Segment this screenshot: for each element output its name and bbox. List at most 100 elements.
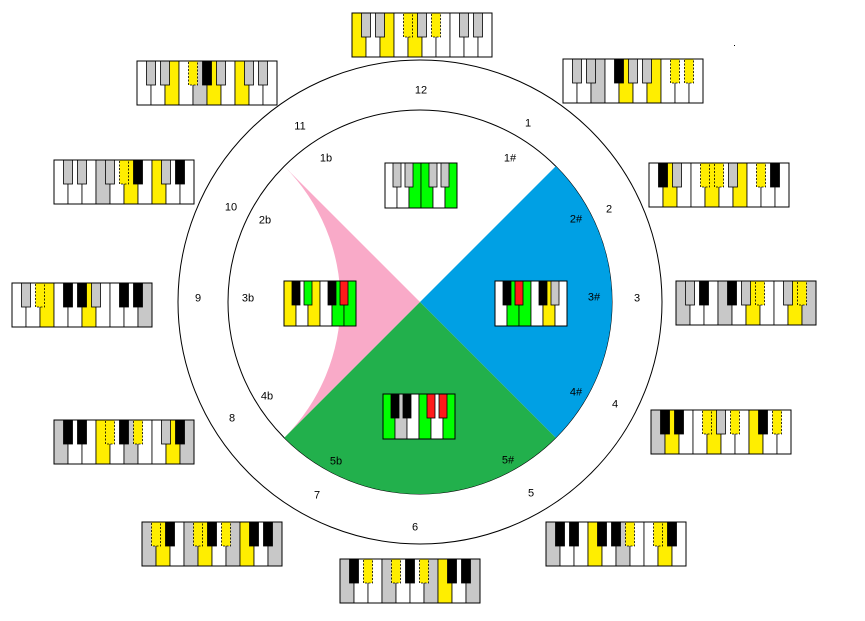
black-key <box>555 521 565 547</box>
black-key <box>756 162 766 188</box>
black-key <box>193 521 203 547</box>
black-key <box>244 60 254 86</box>
black-key <box>363 558 373 584</box>
black-key <box>291 280 301 306</box>
black-key <box>392 162 402 188</box>
black-key <box>105 419 115 445</box>
black-key <box>428 162 438 188</box>
black-key <box>440 162 450 188</box>
kb-12 <box>351 12 493 58</box>
black-key <box>714 162 724 188</box>
black-key <box>684 58 694 84</box>
keyboard-frame <box>648 162 790 208</box>
kb-center-bottom <box>382 393 456 440</box>
keyboard-frame <box>351 12 493 58</box>
kb-7 <box>141 521 283 567</box>
black-key <box>685 280 695 306</box>
kb-2 <box>648 162 790 208</box>
black-key <box>550 280 560 306</box>
keyboard-frame <box>650 409 792 455</box>
black-key <box>716 409 726 435</box>
black-key <box>390 393 400 419</box>
keyboard-frame <box>382 393 456 440</box>
black-key <box>327 280 337 306</box>
black-key <box>586 58 596 84</box>
kb-6 <box>339 558 481 604</box>
keyboard-frame <box>339 558 481 604</box>
black-key <box>303 280 313 306</box>
black-key <box>473 12 483 38</box>
black-key <box>611 521 621 547</box>
black-key <box>119 419 129 445</box>
black-key <box>672 162 682 188</box>
black-key <box>702 409 712 435</box>
black-key <box>133 159 143 185</box>
black-key <box>202 60 212 86</box>
black-key <box>161 159 171 185</box>
black-key <box>258 60 268 86</box>
black-key <box>538 280 548 306</box>
black-key <box>105 159 115 185</box>
black-key <box>119 159 129 185</box>
black-key <box>653 521 663 547</box>
black-key <box>151 521 161 547</box>
kb-10 <box>53 159 195 205</box>
black-key <box>339 280 349 306</box>
black-key <box>642 58 652 84</box>
keyboard-frame <box>562 58 704 104</box>
tiny-dot <box>734 45 735 46</box>
black-key <box>658 162 668 188</box>
black-key <box>700 162 710 188</box>
kb-4 <box>650 409 792 455</box>
black-key <box>63 159 73 185</box>
black-key <box>447 558 457 584</box>
black-key <box>660 409 670 435</box>
black-key <box>146 60 156 86</box>
black-key <box>349 558 359 584</box>
black-key <box>730 409 740 435</box>
black-key <box>597 521 607 547</box>
black-key <box>165 521 175 547</box>
black-key <box>133 419 143 445</box>
kb-center-right <box>494 280 568 327</box>
kb-8 <box>53 419 195 465</box>
black-key <box>514 280 524 306</box>
black-key <box>77 282 87 308</box>
black-key <box>438 393 448 419</box>
black-key <box>783 280 793 306</box>
black-key <box>375 12 385 38</box>
keyboard-frame <box>141 521 283 567</box>
black-key <box>175 159 185 185</box>
kb-1 <box>562 58 704 104</box>
black-key <box>263 521 273 547</box>
black-key <box>77 159 87 185</box>
black-key <box>161 419 171 445</box>
black-key <box>461 558 471 584</box>
keyboard-frame <box>384 162 458 209</box>
kb-5 <box>545 521 687 567</box>
black-key <box>628 58 638 84</box>
black-key <box>119 282 129 308</box>
black-key <box>221 521 231 547</box>
black-key <box>625 521 635 547</box>
kb-center-top <box>384 162 458 209</box>
black-key <box>426 393 436 419</box>
black-key <box>133 282 143 308</box>
keyboard-frame <box>545 521 687 567</box>
black-key <box>77 419 87 445</box>
black-key <box>797 280 807 306</box>
black-key <box>728 162 738 188</box>
black-key <box>391 558 401 584</box>
black-key <box>569 521 579 547</box>
black-key <box>216 60 226 86</box>
black-key <box>405 558 415 584</box>
black-key <box>63 282 73 308</box>
black-key <box>403 12 413 38</box>
black-key <box>188 60 198 86</box>
keyboard-frame <box>283 280 357 327</box>
kb-center-left <box>283 280 357 327</box>
black-key <box>770 162 780 188</box>
black-key <box>758 409 768 435</box>
keyboard-frame <box>11 282 153 328</box>
